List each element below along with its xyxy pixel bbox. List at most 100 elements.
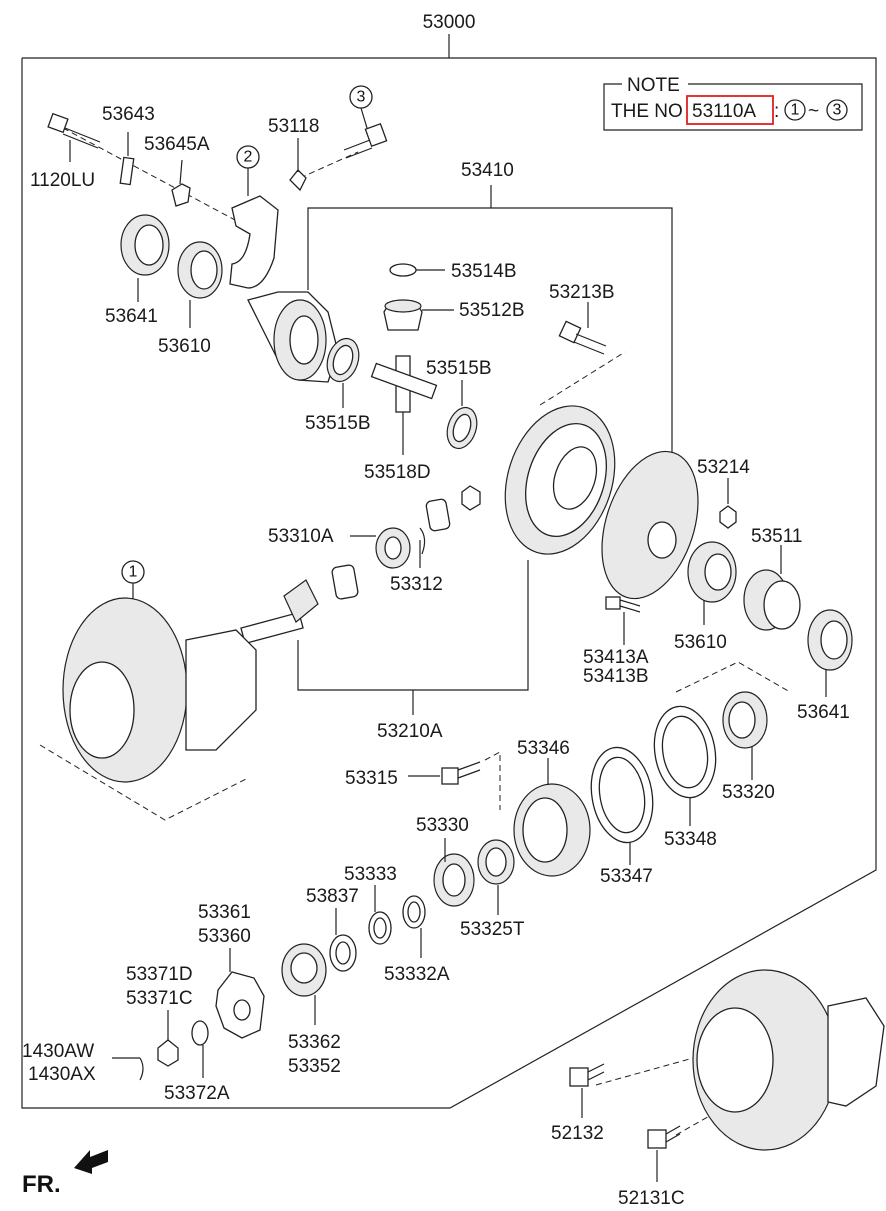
bearing-retainer-53346 bbox=[513, 758, 591, 877]
part-label-53330[interactable]: 53330 bbox=[416, 815, 469, 836]
bearing-53330 bbox=[433, 838, 475, 907]
group-ref-2: 2 bbox=[236, 145, 260, 196]
part-label-53512B[interactable]: 53512B bbox=[459, 300, 525, 321]
note-highlighted-part[interactable]: 53110A bbox=[692, 101, 756, 122]
note-highlight-box bbox=[686, 95, 774, 125]
part-label-53213B[interactable]: 53213B bbox=[549, 282, 615, 303]
bearing-plate bbox=[331, 564, 359, 600]
part-label-53643[interactable]: 53643 bbox=[102, 104, 155, 125]
nut-53371D bbox=[157, 1010, 179, 1067]
part-label-53360[interactable]: 53360 bbox=[198, 926, 251, 947]
clip-53118 bbox=[289, 138, 307, 192]
part-label-52131C[interactable]: 52131C bbox=[618, 1188, 685, 1209]
part-label-53514B[interactable]: 53514B bbox=[451, 261, 517, 282]
ring-gear bbox=[504, 405, 616, 555]
lock-plate-53643 bbox=[119, 132, 135, 186]
part-label-53315[interactable]: 53315 bbox=[345, 768, 398, 789]
shim-plate bbox=[425, 485, 481, 532]
nut-53214 bbox=[719, 478, 737, 529]
svg-text:1: 1 bbox=[129, 564, 138, 581]
part-label-53320[interactable]: 53320 bbox=[722, 782, 775, 803]
part-label-53333[interactable]: 53333 bbox=[344, 864, 397, 885]
part-label-1120LU[interactable]: 1120LU bbox=[30, 170, 95, 191]
part-label-53511[interactable]: 53511 bbox=[751, 526, 802, 547]
thrust-washer-53515B-right bbox=[446, 380, 478, 450]
carrier-housing bbox=[62, 597, 257, 783]
lock-53645A bbox=[171, 159, 191, 207]
part-label-53610-right[interactable]: 53610 bbox=[674, 632, 727, 653]
note-range-end: 3 bbox=[833, 102, 842, 119]
group-ref-3: 3 bbox=[349, 85, 373, 129]
bearing-53610-left bbox=[177, 241, 223, 328]
part-label-53518D[interactable]: 53518D bbox=[364, 462, 431, 483]
part-label-53348[interactable]: 53348 bbox=[664, 829, 717, 850]
part-label-53645A[interactable]: 53645A bbox=[144, 134, 210, 155]
note-separator: : bbox=[774, 101, 779, 122]
oil-seal-53837 bbox=[329, 908, 357, 972]
gasket-53348 bbox=[653, 705, 717, 826]
part-label-52132[interactable]: 52132 bbox=[551, 1123, 604, 1144]
front-indicator: FR. bbox=[22, 1171, 61, 1198]
part-label-53312[interactable]: 53312 bbox=[390, 574, 443, 595]
gasket-53347 bbox=[590, 746, 654, 865]
oil-seal-53362 bbox=[281, 943, 327, 1025]
note-prefix: THE NO bbox=[611, 101, 683, 122]
bolt-1120LU bbox=[47, 112, 101, 162]
differential-carrier-rear bbox=[692, 969, 885, 1151]
bearing-cap bbox=[229, 195, 279, 289]
part-label-53641-right[interactable]: 53641 bbox=[797, 702, 850, 723]
part-label-53413B[interactable]: 53413B bbox=[583, 666, 649, 687]
assembly-number[interactable]: 53000 bbox=[423, 12, 476, 33]
bolt-52131C bbox=[647, 1125, 681, 1182]
part-label-53347[interactable]: 53347 bbox=[600, 866, 653, 887]
pinion-gear-53512B bbox=[383, 299, 454, 331]
note-range-tilde: ~ bbox=[808, 101, 819, 122]
bearing-53325T bbox=[477, 839, 515, 915]
svg-text:3: 3 bbox=[357, 89, 366, 106]
part-label-53837[interactable]: 53837 bbox=[306, 886, 359, 907]
part-label-53332A[interactable]: 53332A bbox=[384, 964, 450, 985]
differential-case-left bbox=[247, 291, 339, 383]
part-label-53325T[interactable]: 53325T bbox=[460, 919, 525, 940]
bolt-53213B bbox=[558, 302, 607, 355]
assembly-frame bbox=[21, 57, 877, 1109]
part-label-53610[interactable]: 53610 bbox=[158, 336, 211, 357]
part-label-53352[interactable]: 53352 bbox=[288, 1056, 341, 1077]
part-label-1430AX[interactable]: 1430AX bbox=[28, 1064, 96, 1085]
part-label-53371D[interactable]: 53371D bbox=[126, 964, 193, 985]
part-label-53413A[interactable]: 53413A bbox=[583, 647, 649, 668]
part-label-53214[interactable]: 53214 bbox=[697, 457, 750, 478]
part-label-1430AW[interactable]: 1430AW bbox=[22, 1041, 94, 1062]
part-label-53641[interactable]: 53641 bbox=[105, 306, 158, 327]
part-label-53118[interactable]: 53118 bbox=[268, 116, 319, 137]
part-label-53362[interactable]: 53362 bbox=[288, 1032, 341, 1053]
part-label-53310A[interactable]: 53310A bbox=[268, 526, 334, 547]
part-label-53371C[interactable]: 53371C bbox=[126, 988, 193, 1009]
bolt-52132 bbox=[569, 1063, 605, 1118]
cross-shaft-53518D bbox=[370, 355, 438, 455]
bearing-53310A bbox=[350, 527, 411, 569]
shim-53332A bbox=[402, 895, 426, 958]
part-label-53361[interactable]: 53361 bbox=[198, 902, 251, 923]
note-title: NOTE bbox=[627, 75, 680, 96]
adjuster-nut-53641-right bbox=[807, 609, 853, 697]
bearing-53320 bbox=[722, 691, 768, 780]
front-arrow-icon bbox=[74, 1150, 108, 1174]
companion-flange-53361 bbox=[215, 948, 265, 1039]
part-label-53372A[interactable]: 53372A bbox=[164, 1083, 230, 1104]
part-label-53515B-left[interactable]: 53515B bbox=[305, 413, 371, 434]
bearing-53610-right bbox=[687, 541, 737, 625]
spacer-53333 bbox=[368, 885, 392, 945]
note-box: NOTE THE NO 53110A : 1 ~ 3 bbox=[603, 75, 863, 131]
part-label-53515B-right[interactable]: 53515B bbox=[426, 358, 492, 379]
cotter-pin-1430AW bbox=[112, 1057, 144, 1081]
washer-53372A bbox=[191, 1020, 209, 1078]
differential-case-right bbox=[601, 450, 699, 600]
thrust-washer-53515B-left bbox=[326, 337, 360, 408]
part-label-53210A[interactable]: 53210A bbox=[377, 721, 443, 742]
snap-ring-53312 bbox=[419, 527, 426, 568]
part-label-53410[interactable]: 53410 bbox=[461, 160, 514, 181]
part-label-53346[interactable]: 53346 bbox=[517, 738, 570, 759]
note-range-start: 1 bbox=[791, 102, 800, 119]
